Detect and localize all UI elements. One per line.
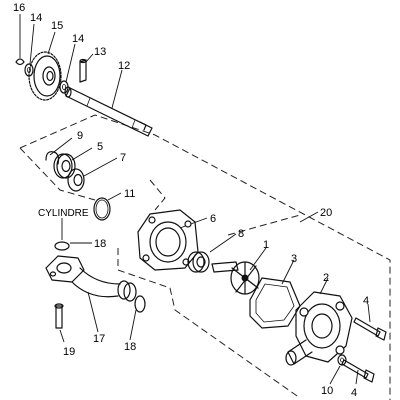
part-5-bearing [53,147,93,179]
part-14-washer-lower [59,43,76,94]
callout-15: 15 [51,20,63,32]
callout-17: 17 [93,333,105,345]
part-20-leader [299,211,319,223]
cylinder-label: CYLINDRE [38,208,89,219]
callout-19: 19 [63,346,75,358]
part-16-clip [15,14,25,66]
part-8-seal [187,233,237,273]
part-7-seal [67,157,118,192]
callout-1: 1 [263,239,269,251]
part-19-screw [54,303,65,343]
callout-8: 8 [238,228,244,240]
callout-14-lower: 14 [72,33,84,45]
callout-3: 3 [291,253,297,265]
callout-4-upper: 4 [363,295,369,307]
part-9-circlip [45,137,73,165]
part-1-impeller [211,247,267,295]
callout-14-top: 14 [30,12,42,24]
part-4-bolt-upper [353,303,387,341]
part-18-o-ring-lower [129,295,146,341]
part-13-pin [79,53,94,83]
callout-13: 13 [94,46,106,58]
callout-10: 10 [321,385,333,397]
callout-18-lower: 18 [124,341,136,353]
part-10-washer [329,354,347,385]
callout-2: 2 [323,272,329,284]
assembly-outline-20 [19,114,391,400]
callout-5: 5 [97,141,103,153]
part-18-o-ring-upper [54,218,92,251]
callout-16: 16 [13,2,25,14]
callout-9: 9 [77,130,83,142]
part-17-pipe [45,255,137,333]
callout-6: 6 [210,213,216,225]
part-15-gear [28,31,62,101]
part-12-shaft [64,69,153,137]
callout-11: 11 [124,188,135,200]
callout-18-upper: 18 [94,238,106,250]
callout-7: 7 [120,152,126,164]
callout-12: 12 [118,60,130,72]
part-11-o-ring [93,192,122,221]
part-3-gasket [249,259,301,329]
part-2-pump-housing [285,277,353,366]
part-4-bolt-lower [341,359,375,385]
callout-4-lower: 4 [351,387,357,399]
callout-20: 20 [320,207,332,219]
part-6-pump-plate [137,209,208,271]
